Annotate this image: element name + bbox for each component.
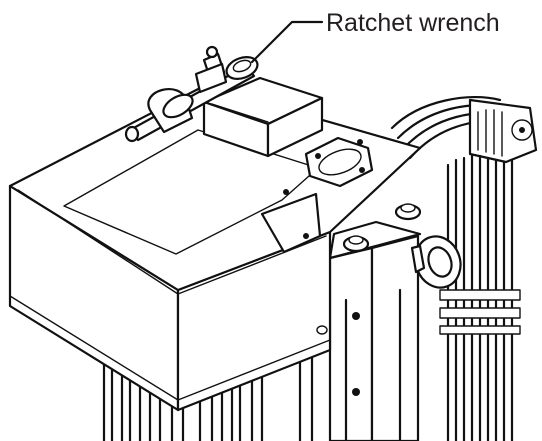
callout: Ratchet wrench	[250, 9, 500, 64]
main-enclosure	[8, 84, 422, 412]
oval-cover-plate	[304, 136, 374, 188]
right-cable-harness	[390, 95, 538, 441]
callout-leader-line	[250, 20, 324, 64]
top-block	[202, 76, 324, 158]
lifting-eye	[410, 235, 462, 289]
ratchet-wrench	[124, 45, 259, 143]
box-side-bolt	[316, 325, 328, 335]
upright-post	[328, 203, 422, 441]
callout-label: Ratchet wrench	[326, 9, 500, 37]
